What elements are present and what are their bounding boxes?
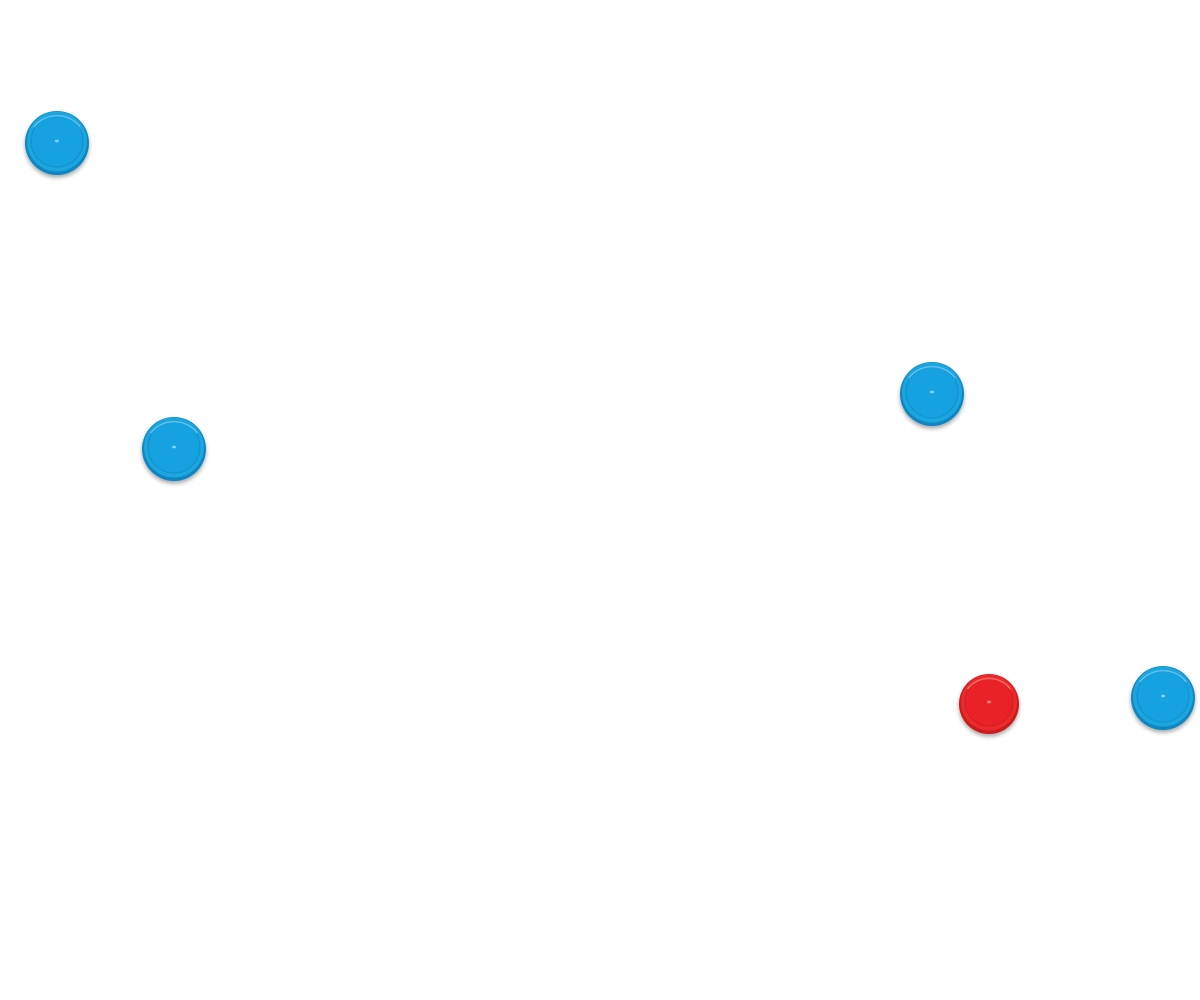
blue-bottle-cap [25,111,89,175]
cap-center-dot [987,700,991,704]
blue-bottle-cap [1131,666,1195,730]
cap-highlight [33,114,81,128]
cap-center-dot [55,139,59,143]
cap-center-dot [1161,694,1165,698]
red-bottle-cap [959,674,1019,734]
caps-layer [25,111,1195,734]
cap-center-dot [172,445,176,449]
cap-highlight [966,677,1012,690]
cap-highlight [1139,669,1187,683]
cap-center-dot [930,390,934,394]
cap-highlight [908,365,956,379]
blue-bottle-cap [900,362,964,426]
blue-bottle-cap [142,417,206,481]
cap-highlight [150,420,198,434]
